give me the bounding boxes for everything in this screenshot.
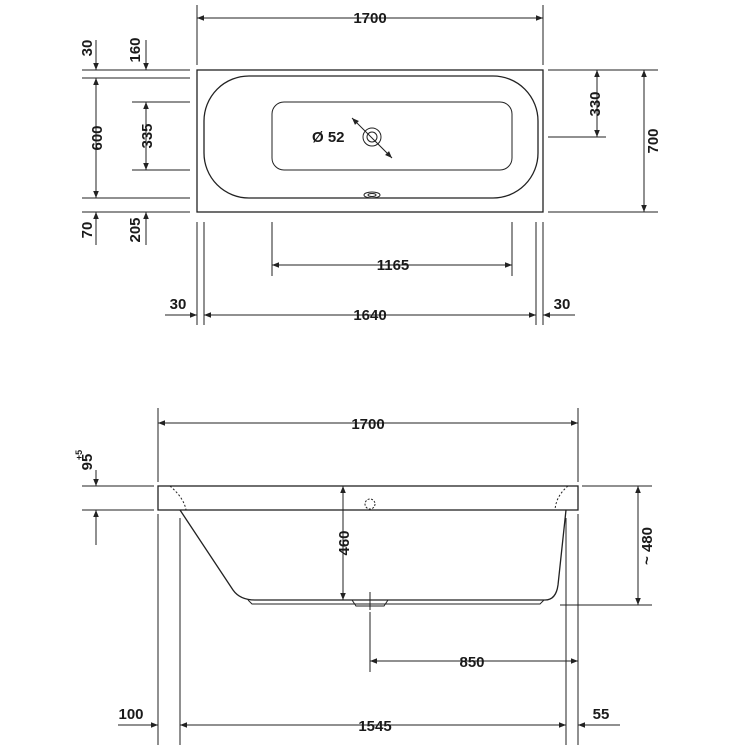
drain-position-label: 850: [459, 654, 484, 671]
flat-width-label: 335: [139, 123, 156, 148]
tub-side-body: [179, 509, 567, 601]
rim-right-label: 30: [554, 296, 571, 313]
top-view: Ø 52 1700 700 330 30 600 70 160 335: [79, 5, 662, 325]
drain-icon: [351, 117, 393, 159]
tub-flat-bottom: [271, 101, 513, 171]
overflow-icon: [363, 191, 381, 199]
rim-left-label: 30: [170, 296, 187, 313]
flat-offset-bottom-label: 205: [127, 217, 144, 242]
drain-diameter-label: Ø 52: [312, 129, 345, 146]
overflow-icon: [364, 498, 376, 510]
side-view: 1700 95 +5 460 ~ 480 850 100 1545 55: [74, 408, 656, 745]
overall-height-label: ~ 480: [639, 527, 656, 565]
drain-icon: [351, 592, 389, 610]
base-length-label: 1545: [358, 718, 391, 735]
flat-offset-top-label: 160: [127, 37, 144, 62]
right-offset-label: 55: [593, 706, 610, 723]
inner-depth-label: 460: [336, 530, 353, 555]
rim-thickness-label: 95: [79, 454, 96, 471]
width-label: 700: [645, 128, 662, 153]
drain-offset-label: 330: [587, 91, 604, 116]
rim-top-label: 30: [79, 40, 96, 57]
rim-bottom-label: 70: [79, 222, 96, 239]
side-length-label: 1700: [351, 416, 384, 433]
flat-length-label: 1165: [377, 257, 410, 274]
rim-thickness-super: +5: [74, 450, 84, 460]
inner-width-label: 600: [89, 125, 106, 150]
inner-length-label: 1640: [353, 307, 386, 324]
left-offset-label: 100: [118, 706, 143, 723]
tub-side-rim: [157, 485, 579, 511]
length-label: 1700: [353, 10, 386, 27]
tub-outer-rim: [196, 69, 544, 213]
